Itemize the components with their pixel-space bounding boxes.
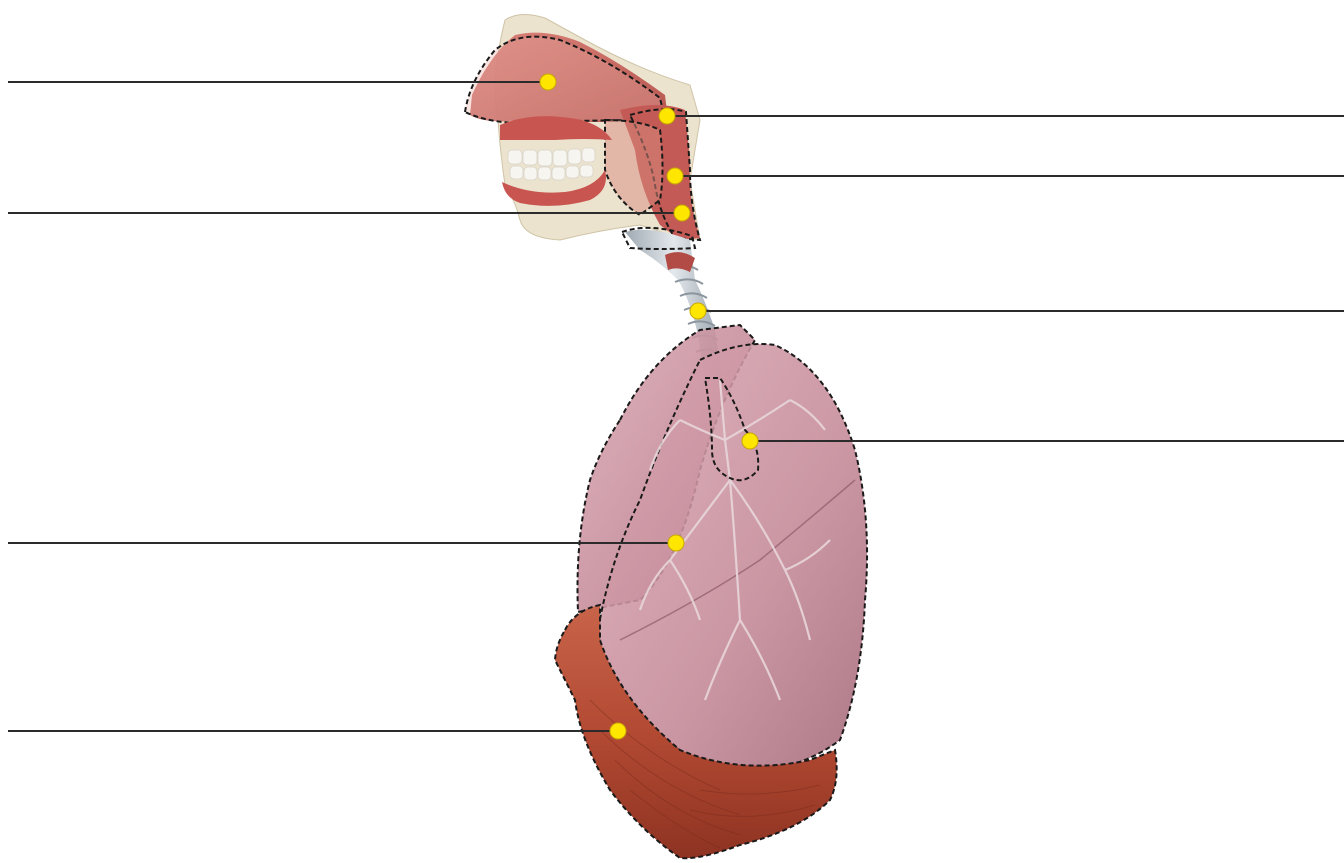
marker-trachea[interactable]	[690, 303, 706, 319]
marker-oral-cavity[interactable]	[667, 168, 683, 184]
marker-diaphragm[interactable]	[610, 723, 626, 739]
marker-pharynx[interactable]	[659, 108, 675, 124]
marker-bronchi[interactable]	[742, 433, 758, 449]
marker-nasal-cavity[interactable]	[540, 74, 556, 90]
marker-lungs[interactable]	[668, 535, 684, 551]
head-section	[465, 14, 700, 240]
marker-larynx[interactable]	[674, 205, 690, 221]
